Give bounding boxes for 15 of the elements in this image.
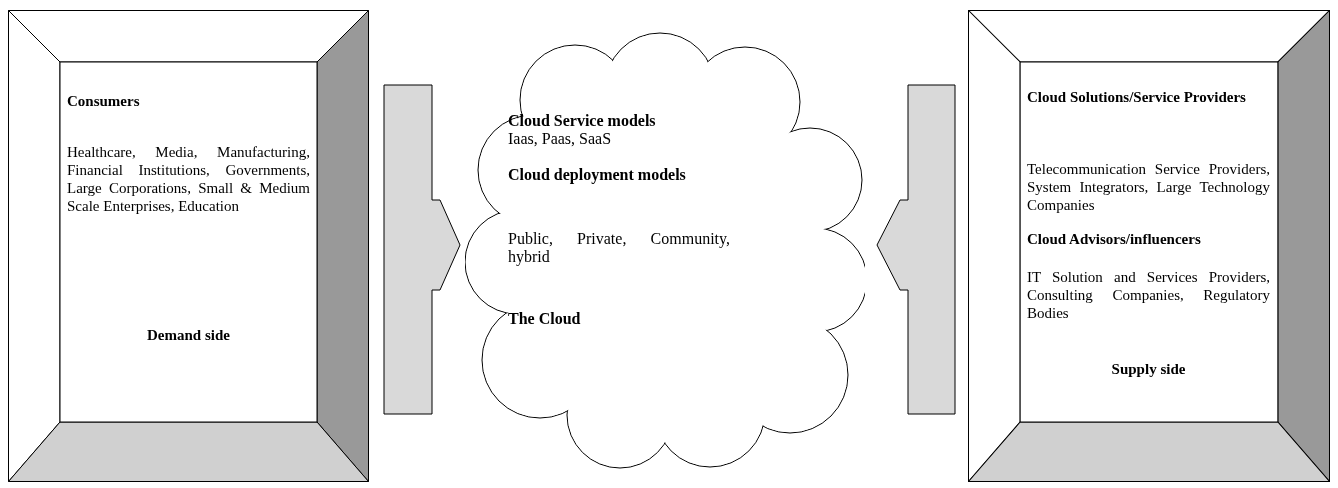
- body-text: Healthcare, Media, Manufacturing, Financial Institutions, Governments, Large Corporations, Small & Medium Scale Enterprises, Education: [67, 143, 310, 215]
- heading-text: Demand side: [146, 326, 231, 344]
- block-arrow: [383, 84, 461, 415]
- body-text: Iaas, Paas, SaaS: [508, 130, 613, 148]
- heading-text: Cloud deployment models: [508, 166, 687, 184]
- heading-text: Cloud Solutions/Service Providers: [1027, 88, 1247, 106]
- heading-text: Cloud Advisors/influencers: [1027, 230, 1202, 248]
- heading-text: Supply side: [1110, 360, 1187, 378]
- body-text: Telecommunication Service Providers, System Integrators, Large Technology Companies: [1027, 160, 1270, 214]
- body-text: IT Solution and Services Providers, Consulting Companies, Regulatory Bodies: [1027, 268, 1270, 322]
- heading-text: Consumers: [67, 92, 141, 110]
- body-text: Public, Private, Community, hybrid: [508, 230, 730, 266]
- block-arrow: [876, 84, 956, 415]
- heading-text: Cloud Service models: [508, 112, 657, 130]
- heading-text: The Cloud: [508, 310, 582, 328]
